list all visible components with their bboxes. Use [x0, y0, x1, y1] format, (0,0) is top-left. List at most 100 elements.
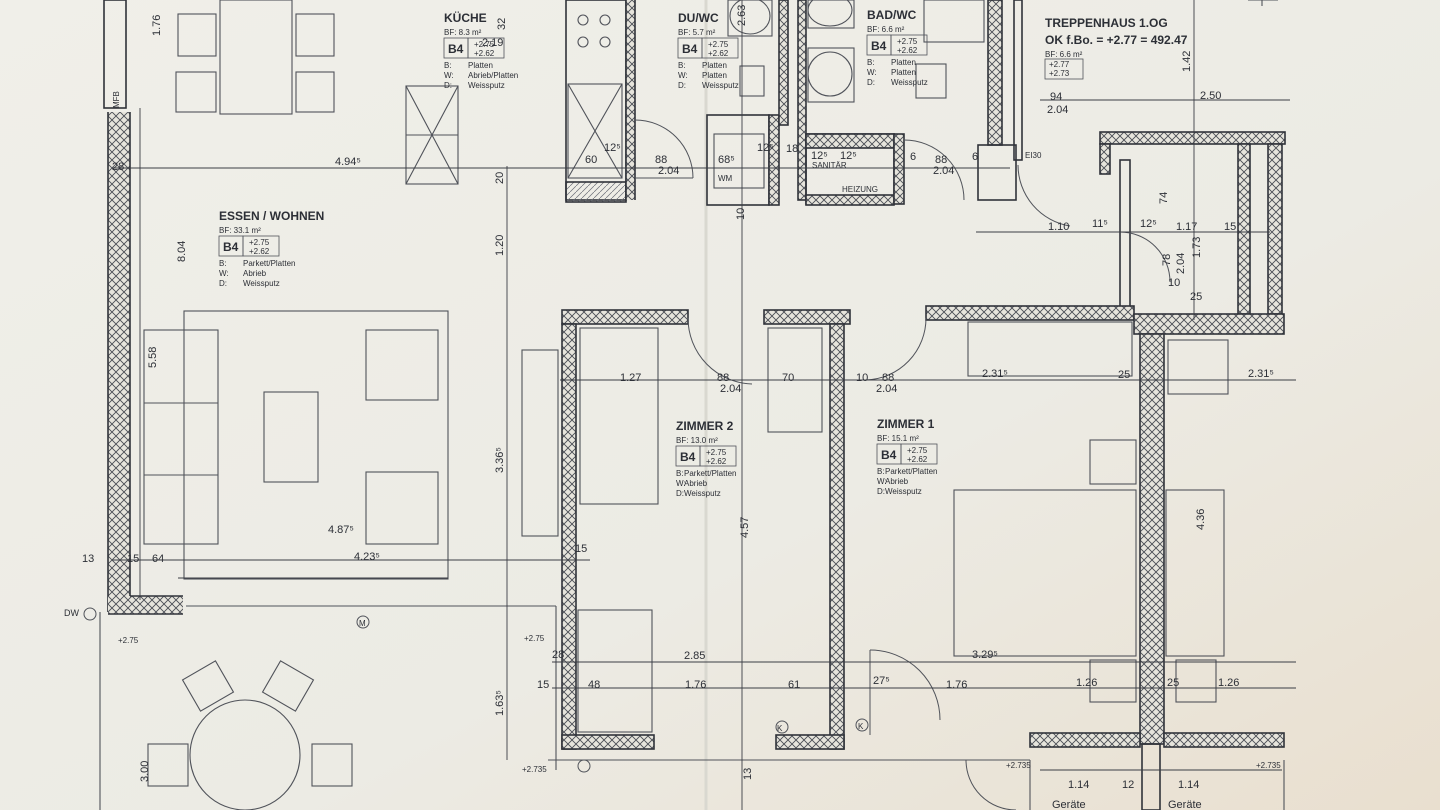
dimension-label-39: 2.85 [684, 650, 705, 662]
dimension-label-29: 2.04 [720, 383, 741, 395]
dimension-label-21: 12⁵ [757, 142, 774, 154]
dimension-label-62: 28 [112, 161, 124, 173]
dimension-label-54: 12⁵ [1140, 218, 1157, 230]
plan-mark-14: Geräte [1052, 799, 1086, 810]
dimension-label-67: 13 [742, 768, 754, 780]
finish-value: Platten [891, 58, 916, 67]
room-height-top: +2.75 [897, 37, 918, 46]
room-height-bottom: +2.62 [249, 247, 270, 256]
dimension-label-49: 1.14 [1068, 779, 1089, 791]
finish-key: W: [867, 68, 877, 77]
finish-value: Weissputz [684, 489, 721, 498]
dimension-label-65: 64 [152, 553, 164, 565]
room-height-top: +2.75 [708, 40, 729, 49]
dimension-label-44: 1.76 [946, 679, 967, 691]
stair-title: TREPPENHAUS 1.OG [1045, 16, 1168, 30]
dimension-label-34: 2.31⁵ [982, 368, 1008, 380]
dimension-label-12: 94 [1050, 91, 1062, 103]
dimension-label-11: 2.50 [1200, 90, 1221, 102]
door-swings [634, 119, 1171, 810]
dimension-label-28: 88 [717, 372, 729, 384]
room-area: BF: 13.0 m² [676, 436, 718, 445]
plan-mark-13: +2.735 [1256, 761, 1281, 770]
room-height-box [467, 37, 505, 59]
dimension-label-6: 1.20 [494, 235, 506, 256]
dimension-label-24: 12⁵ [840, 150, 857, 162]
room-name: ZIMMER 1 [877, 417, 935, 431]
dimension-label-68: 15 [575, 543, 587, 555]
finish-key: D: [444, 81, 452, 90]
finish-value: Abrieb [243, 269, 267, 278]
finish-value: Weissputz [702, 81, 739, 90]
dimension-label-74: 32 [496, 18, 508, 30]
finish-key: D: [867, 78, 875, 87]
dimension-label-27: 1.27 [620, 372, 641, 384]
dimension-label-4: 4.87⁵ [328, 524, 354, 536]
plan-mark-8: K [858, 722, 864, 731]
room-name: ZIMMER 2 [676, 419, 734, 433]
finish-value: Abrieb [684, 479, 708, 488]
finish-value: Weissputz [243, 279, 280, 288]
room-name: DU/WC [678, 11, 719, 25]
m-circle [356, 615, 370, 629]
dimension-label-18: 60 [585, 154, 597, 166]
room-name: ESSEN / WOHNEN [219, 209, 324, 223]
finish-key: D: [678, 81, 686, 90]
stair-label: TREPPENHAUS 1.OG OK f.Bo. = +2.77 = 492.… [1044, 16, 1188, 80]
dimension-label-10: 1.42 [1181, 51, 1193, 72]
finish-key: W: [219, 269, 229, 278]
room-name: BAD/WC [867, 8, 917, 22]
dimension-label-32: 88 [882, 372, 894, 384]
dimension-label-1: 4.94⁵ [335, 156, 361, 168]
dimension-label-31: 10 [856, 372, 868, 384]
dimension-label-61: 15 [1224, 221, 1236, 233]
dimension-label-26: 6 [972, 151, 978, 163]
dimension-label-50: 12 [1122, 779, 1134, 791]
finish-value: Weissputz [891, 78, 928, 87]
plan-mark-3: HEIZUNG [842, 185, 878, 194]
dimension-label-33: 2.04 [876, 383, 897, 395]
dimension-label-48: 48 [588, 679, 600, 691]
dimension-label-9: 2.63 [736, 5, 748, 26]
dimension-label-69: 20 [494, 172, 506, 184]
room-height-bottom: +2.62 [907, 455, 928, 464]
room-height-top: +2.75 [907, 446, 928, 455]
dimension-label-14: 88 [655, 154, 667, 166]
dimension-label-22: 18 [786, 143, 798, 155]
finish-value: Platten [891, 68, 916, 77]
dimension-label-23: 12⁵ [811, 150, 828, 162]
dimension-label-47: 1.26 [1218, 677, 1239, 689]
room-code: B4 [680, 450, 696, 464]
plan-mark-0: MFB [112, 91, 121, 108]
stair-h2: +2.73 [1049, 69, 1070, 78]
dimension-label-41: 1.76 [685, 679, 706, 691]
dimension-label-43: 27⁵ [873, 675, 890, 687]
dimension-label-0: 1.76 [151, 15, 163, 36]
room-height-top: +2.75 [706, 448, 727, 457]
plan-mark-5: DW [64, 608, 79, 618]
finish-value: Platten [702, 71, 727, 80]
k-circle-2 [855, 718, 869, 732]
room-area: BF: 33.1 m² [219, 226, 261, 235]
finish-key: W: [877, 477, 887, 486]
plan-mark-10: +2.75 [524, 634, 545, 643]
room-code: B4 [448, 42, 464, 56]
dimension-label-42: 61 [788, 679, 800, 691]
finish-key: D: [877, 487, 885, 496]
finish-key: W: [444, 71, 454, 80]
room-code: B4 [871, 39, 887, 53]
room-height-box [701, 37, 739, 59]
dimension-label-55: 1.17 [1176, 221, 1197, 233]
plan-mark-2: SANITÄR [812, 161, 847, 170]
finish-key: B: [444, 61, 452, 70]
dimension-label-63: 13 [82, 553, 94, 565]
finish-value: Platten [468, 61, 493, 70]
finish-key: B: [219, 259, 227, 268]
finish-value: Parkett/Platten [885, 467, 937, 476]
dimension-label-66: 3.00 [139, 761, 151, 782]
room-height-box [890, 34, 928, 56]
